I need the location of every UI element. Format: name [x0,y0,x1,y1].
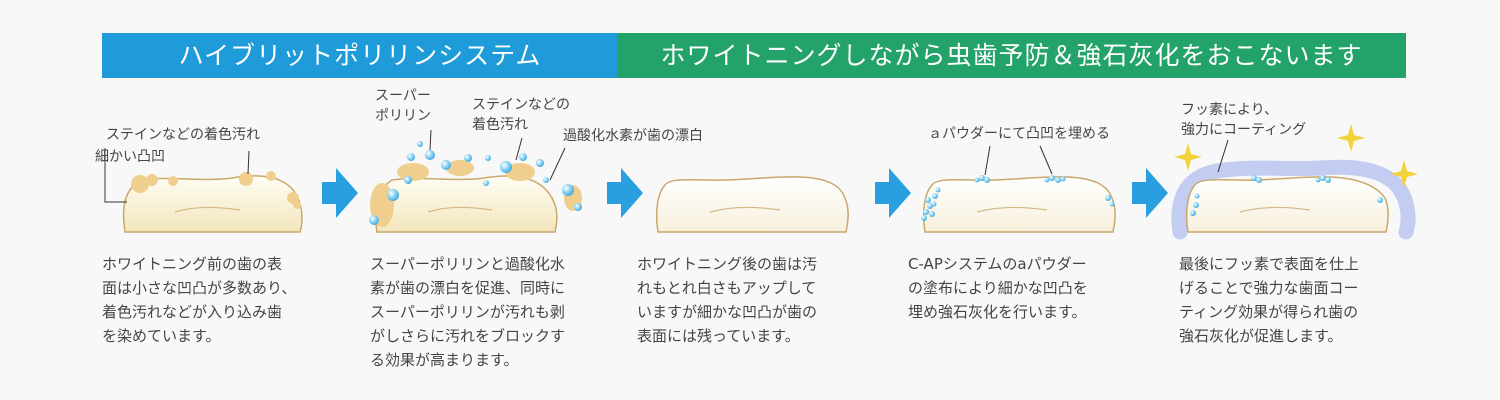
label-stain: ステインなどの着色汚れ [106,127,260,143]
a-powder-particles [921,175,1115,221]
banner-whitening-prevention: ホワイトニングしながら虫歯予防＆強石灰化をおこないます [617,33,1406,78]
arrow-right-icon [875,168,911,218]
description-line: を染めています。 [102,327,221,345]
description-step1: ホワイトニング前の歯の表 面は小さな凹凸が多数あり、 着色汚れなどが入り込み歯 … [102,252,342,348]
tooth-before-whitening [104,148,303,233]
label-fluoride-2: 強力にコーティング [1181,122,1307,138]
description-line: る効果が高まります。 [370,351,519,369]
description-line: 表面には残っています。 [637,327,800,345]
description-step5: 最後にフッ素で表面を仕上 げることで強力な歯面コー ティング効果が得られ歯の 強… [1179,252,1419,348]
description-line: ティング効果が得られ歯の [1179,303,1359,321]
polyphosphate-bubbles [369,141,582,225]
tooth-with-a-powder [921,145,1116,233]
description-line: れもとれ白さもアップして [637,279,817,297]
description-line: スーパーポリリンが汚れも剥 [370,303,565,321]
description-line: がしさらに汚れをブロックす [370,327,566,345]
label-super-polyphosphate-2: ポリリン [375,108,431,124]
description-line: C-APシステムのaパウダー [908,255,1087,273]
description-line: 埋め強石灰化を行います。 [908,303,1087,321]
description-line: 素が歯の漂白を促進、同時に [370,279,566,297]
description-line: ホワイトニング後の歯は汚 [637,255,818,273]
sparkle-icon [1174,124,1418,188]
arrow-right-icon [322,168,358,218]
label-stain-2-line2: 着色汚れ [472,117,528,133]
tooth-after-whitening [655,176,849,233]
description-line: げることで強力な歯面コー [1179,279,1359,297]
description-line: ホワイトニング前の歯の表 [102,255,283,273]
banner-hybrid-polyphosphate: ハイブリットポリリンシステム [102,33,618,78]
label-peroxide-bleaching: 過酸化水素が歯の漂白 [563,128,703,144]
label-fluoride-1: フッ素により、 [1181,102,1279,118]
tooth-with-fluoride-coating [1171,124,1418,240]
description-line: 面は小さな凹凸が多数あり、 [102,279,297,297]
description-line: の塗布により細かな凹凸を [908,279,1088,297]
label-a-powder: ａパウダーにて凸凹を埋める [928,126,1110,142]
description-step3: ホワイトニング後の歯は汚 れもとれ白さもアップして いますが細かな凹凸が歯の 表… [637,252,877,348]
description-line: 最後にフッ素で表面を仕上 [1179,255,1360,273]
arrow-right-icon [607,168,643,218]
stain-spots [131,171,301,209]
label-super-polyphosphate-1: スーパー [375,88,431,104]
description-line: いますが細かな凹凸が歯の [637,303,818,321]
tooth-with-polyphosphate [369,129,582,233]
description-line: 強石灰化が促進します。 [1179,327,1343,345]
description-line: 着色汚れなどが入り込み歯 [102,303,283,321]
label-stain-2-line1: ステインなどの [472,97,570,113]
arrow-right-icon [1132,168,1168,218]
description-step4: C-APシステムのaパウダー の塗布により細かな凹凸を 埋め強石灰化を行います。 [908,252,1148,324]
description-step2: スーパーポリリンと過酸化水 素が歯の漂白を促進、同時に スーパーポリリンが汚れも… [370,252,610,372]
description-line: スーパーポリリンと過酸化水 [370,255,565,273]
label-fine-bumps: 細かい凸凹 [95,149,165,165]
